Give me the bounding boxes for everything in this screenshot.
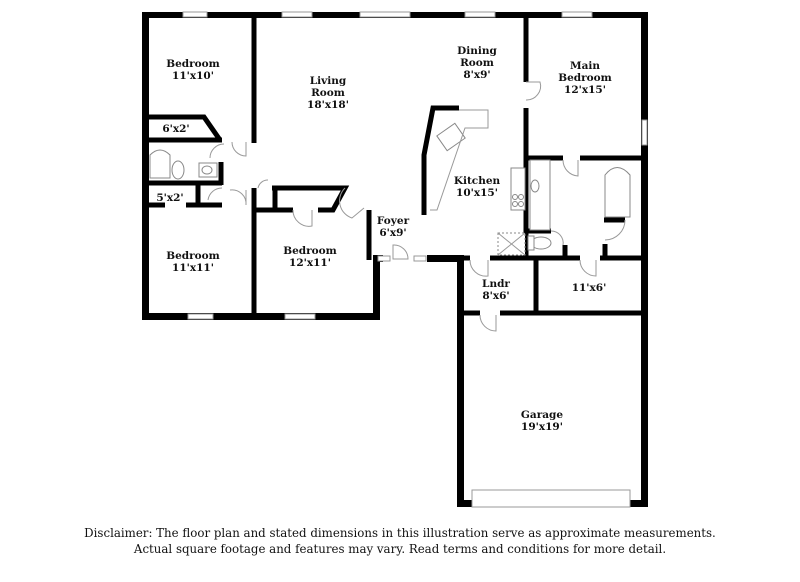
room-label-bedroom-nw: Bedroom 11'x10' — [166, 58, 220, 82]
room-name: Room — [311, 87, 345, 99]
room-label-kitchen: Kitchen 10'x15' — [454, 175, 500, 199]
room-size: 12'x15' — [564, 84, 606, 96]
room-label-garage: Garage 19'x19' — [521, 409, 563, 433]
room-name: Foyer — [376, 215, 410, 227]
room-size: 10'x15' — [456, 187, 498, 199]
room-label-closet-6x2: 6'x2' — [162, 123, 189, 135]
room-name: Bedroom — [166, 58, 220, 70]
room-name: Bedroom — [166, 250, 220, 262]
room-label-closet-5x2: 5'x2' — [156, 192, 183, 204]
room-label-11x6: 11'x6' — [572, 282, 607, 294]
room-size: 5'x2' — [156, 192, 184, 204]
floor-plan-drawing — [142, 11, 648, 508]
room-name: Lndr — [482, 278, 510, 290]
room-name: Living — [309, 75, 347, 87]
room-name: Main — [569, 60, 601, 72]
room-name: Room — [460, 57, 494, 69]
fixtures — [149, 109, 631, 256]
room-size: 19'x19' — [521, 421, 563, 433]
room-size: 8'x6' — [482, 290, 510, 302]
room-name: Dining — [457, 45, 497, 57]
room-label-laundry: Lndr 8'x6' — [482, 278, 510, 302]
room-size: 11'x6' — [571, 282, 607, 294]
room-label-bedroom-sw: Bedroom 11'x11' — [166, 250, 220, 274]
interior-walls — [146, 15, 645, 318]
room-size: 11'x10' — [172, 70, 214, 82]
room-size: 6'x2' — [162, 123, 190, 135]
room-name: Bedroom — [558, 72, 612, 84]
disclaimer-line-2: Actual square footage and features may v… — [133, 542, 667, 556]
disclaimer-line-1: Disclaimer: The floor plan and stated di… — [84, 526, 716, 540]
room-size: 8'x9' — [463, 69, 491, 81]
room-size: 11'x11' — [172, 262, 214, 274]
room-name: Garage — [520, 409, 564, 421]
room-size: 18'x18' — [307, 99, 349, 111]
room-label-foyer: Foyer 6'x9' — [377, 215, 409, 239]
disclaimer: Disclaimer: The floor plan and stated di… — [0, 525, 800, 557]
room-size: 12'x11' — [289, 257, 331, 269]
door-swings — [207, 81, 626, 332]
room-name: Bedroom — [283, 245, 337, 257]
room-label-bedroom-mid: Bedroom 12'x11' — [283, 245, 337, 269]
room-name: Kitchen — [453, 175, 501, 187]
room-size: 6'x9' — [379, 227, 407, 239]
